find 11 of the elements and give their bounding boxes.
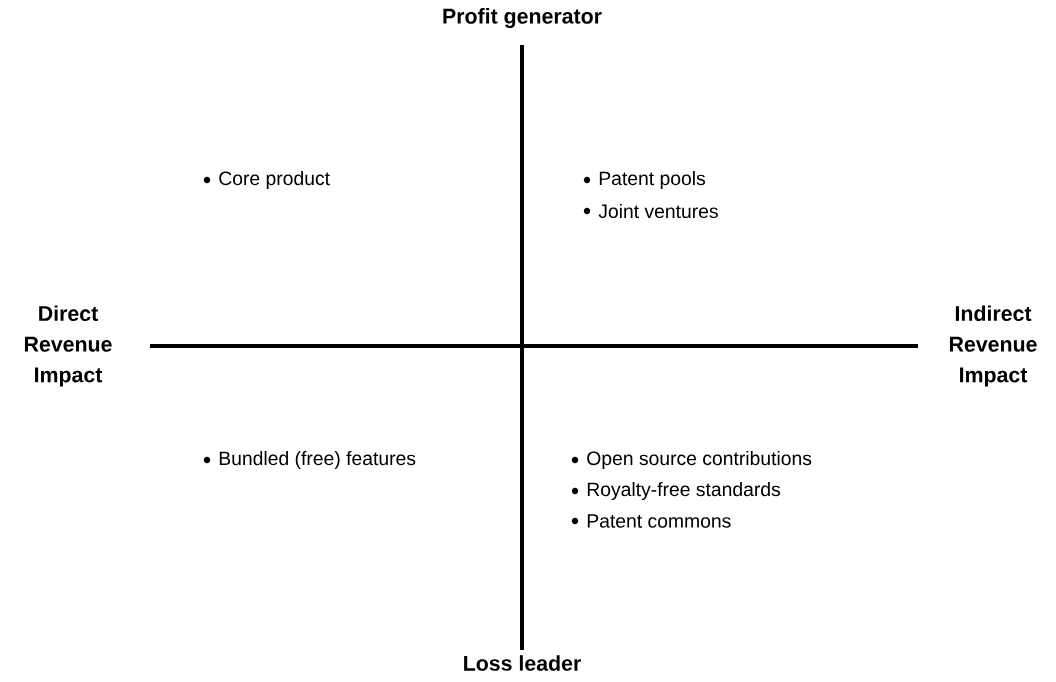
list-item: Royalty-free standards (587, 482, 781, 500)
list-item: Patent pools (599, 171, 706, 189)
list-item: Open source contributions (587, 451, 812, 469)
axis-label: Loss leader (464, 655, 581, 671)
axis-label: Indirect Revenue Impact (949, 305, 1037, 387)
list-item: Core product (219, 171, 330, 189)
list-item: Joint ventures (598, 203, 718, 219)
list-item: Patent commons (587, 514, 731, 528)
axis-label: Direct Revenue Impact (24, 305, 112, 387)
axis-label: Profit generator (443, 8, 602, 28)
list-item: Bundled (free) features (219, 451, 416, 469)
